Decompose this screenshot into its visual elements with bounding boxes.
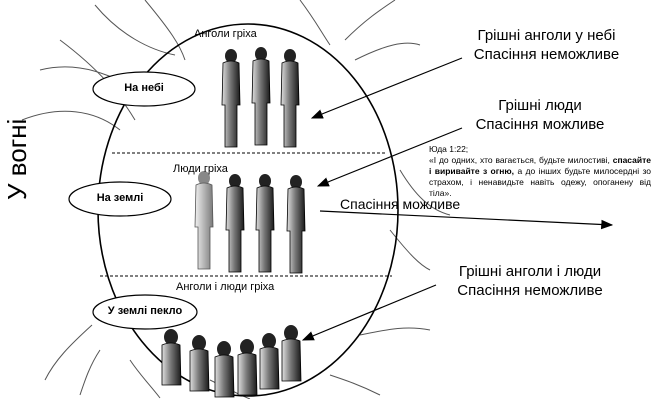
hell-figures xyxy=(161,325,302,398)
quote-part2: а до інших будьте милосердні зо страхом,… xyxy=(429,166,651,198)
quote-emphasis: спасайте і виривайте з огню, xyxy=(429,155,651,176)
person-figure xyxy=(255,174,275,273)
sinner-figure xyxy=(214,341,235,398)
sinner-figure xyxy=(189,335,210,392)
person-figure xyxy=(286,175,306,274)
sinner-figure xyxy=(259,333,280,390)
callout-heaven-line1: Грішні анголи у небі xyxy=(477,27,616,44)
sinner-figure xyxy=(237,339,258,396)
arrow-to-heaven xyxy=(310,57,463,119)
callout-earth-line2: Спасіння можливе xyxy=(475,116,605,133)
angel-figure xyxy=(221,49,241,148)
callout-heaven-line2: Спасіння неможливе xyxy=(473,46,620,63)
salvation-arrow xyxy=(319,210,614,230)
hell-oval xyxy=(92,294,198,330)
heaven-figures xyxy=(221,47,300,148)
angel-figure xyxy=(251,47,271,146)
callout-heaven: Грішні анголи у небі Спасіння неможливе xyxy=(454,26,639,64)
earth-oval xyxy=(68,181,172,217)
callout-hell-line1: Грішні анголи і люди xyxy=(458,263,602,280)
arrow-to-hell xyxy=(301,284,437,341)
callout-hell: Грішні анголи і люди Спасіння неможливе xyxy=(440,262,620,300)
hell-title: Анголи і люди гріха xyxy=(176,281,275,293)
sinner-figure xyxy=(281,325,302,382)
hell-label: У землі пекло xyxy=(107,305,183,317)
heaven-label: На небі xyxy=(124,82,164,94)
side-label: У вогні xyxy=(2,118,32,200)
earth-figures xyxy=(194,171,306,274)
person-figure xyxy=(194,171,214,270)
quote-reference: Юда 1:22; xyxy=(429,144,469,154)
scripture-quote: Юда 1:22; «І до одних, хто вагається, бу… xyxy=(429,144,651,199)
salvation-arrow-label: Спасіння можливе xyxy=(340,196,461,212)
callout-earth: Грішні люди Спасіння можливе xyxy=(455,96,625,134)
arrow-to-earth xyxy=(316,127,463,187)
heaven-title: Анголи гріха xyxy=(194,28,257,40)
angel-figure xyxy=(280,49,300,148)
earth-title: Люди гріха xyxy=(173,163,228,175)
callout-hell-line2: Спасіння неможливе xyxy=(457,282,603,299)
quote-part1: «І до одних, хто вагається, будьте милос… xyxy=(429,155,610,165)
heaven-oval xyxy=(92,71,196,107)
callout-earth-line1: Грішні люди xyxy=(498,97,582,114)
earth-label: На землі xyxy=(96,192,144,204)
person-figure xyxy=(225,174,245,273)
sinner-figure xyxy=(161,329,182,386)
